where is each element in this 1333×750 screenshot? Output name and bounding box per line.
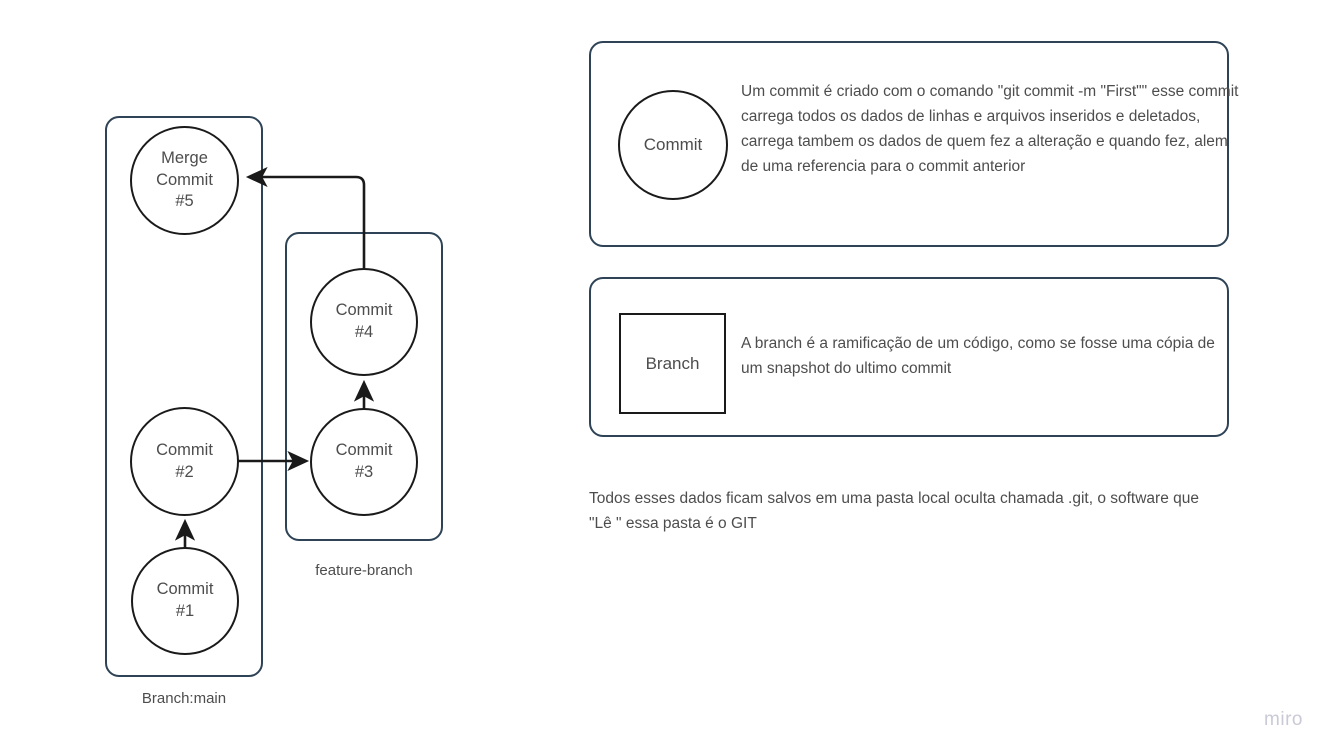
commit-node-merge-5-line3: #5: [175, 192, 194, 211]
legend-card-branch[interactable]: Branch A branch é a ramificação de um có…: [589, 277, 1229, 437]
commit-node-1[interactable]: Commit #1: [131, 547, 239, 655]
branch-label-feature: feature-branch: [315, 562, 413, 579]
commit-node-2-line1: Commit: [156, 440, 213, 459]
commit-node-3-line2: #3: [354, 463, 374, 481]
branch-label-main: Branch:main: [141, 690, 227, 707]
branch-container-main[interactable]: [105, 116, 263, 677]
commit-node-4-line2: #4: [354, 323, 374, 341]
branch-glyph-label: Branch: [645, 353, 700, 373]
commit-glyph-label: Commit: [643, 135, 703, 154]
commit-node-3-line1: Commit: [335, 441, 393, 460]
commit-node-1-line2: #1: [175, 602, 195, 620]
commit-node-4-line1: Commit: [335, 301, 393, 320]
commit-node-4[interactable]: Commit #4: [310, 268, 418, 376]
commit-node-merge-5-line1: Merge: [161, 148, 208, 167]
miro-watermark: miro: [1264, 709, 1303, 730]
legend-card-commit[interactable]: Commit Um commit é criado com o comando …: [589, 41, 1238, 247]
commit-glyph-icon: Commit: [618, 90, 728, 200]
branch-glyph-icon: Branch: [619, 313, 726, 414]
footer-note-text: Todos esses dados ficam salvos em uma pa…: [589, 490, 1199, 533]
commit-node-merge-5-line2: Commit: [156, 170, 213, 189]
branch-description-text: A branch é a ramificação de um código, c…: [741, 335, 1215, 378]
commit-node-3[interactable]: Commit #3: [310, 408, 418, 516]
commit-node-2-line2: #2: [175, 462, 194, 481]
commit-node-1-line1: Commit: [156, 580, 214, 599]
commit-node-2[interactable]: Commit #2: [130, 407, 239, 516]
commit-node-merge-5[interactable]: Merge Commit #5: [130, 126, 239, 235]
commit-description-text: Um commit é criado com o comando "git co…: [741, 83, 1239, 176]
